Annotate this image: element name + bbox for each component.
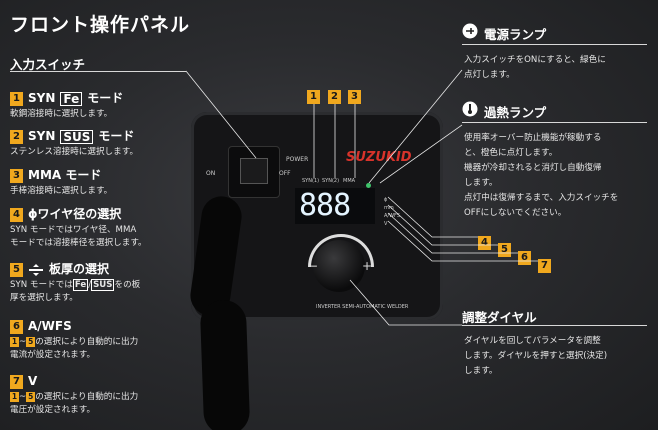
sus-box: SUS [60,129,94,144]
overheat-lamp-heading: 過熱ランプ [484,105,547,120]
badge-1: 1 [10,91,23,106]
fe-box: Fe [60,91,83,106]
dial-minus: − [308,259,319,273]
badge-5: 5 [10,262,23,277]
badge-2: 2 [10,129,23,144]
overheat-lamp-desc: 使用率オーバー防止機能が稼動する と、橙色に点灯します。 機器が冷却されると消灯… [464,133,619,218]
divider [462,325,647,326]
badge-3: 3 [10,168,23,183]
mode-label-syn1: SYN(1) [302,178,320,184]
callout-7: 7 [538,259,551,273]
lcd-display: 888 [295,188,375,224]
divider [462,122,647,123]
callout-3: 3 [348,90,361,104]
param-label-diameter: ɸ [384,197,388,203]
brand-logo: SUZUKID [346,150,412,165]
power-lamp-heading: 電源ランプ [484,27,547,42]
power-switch[interactable] [240,158,268,184]
param-label-mm: mm [384,205,394,211]
display-digits: 888 [299,188,351,223]
thermometer-icon [462,101,478,121]
power-lamp-desc: 入力スイッチをONにすると、緑色に点灯します。 [464,55,606,80]
divider [10,71,186,72]
page-title: フロント操作パネル [10,14,191,36]
dial-heading: 調整ダイヤル [462,310,537,325]
divider [462,44,647,45]
power-led [366,183,371,188]
power-lamp-icon [462,23,478,43]
power-label: POWER [286,156,309,163]
badge-6: 6 [10,319,23,334]
callout-5: 5 [498,243,511,257]
dial-plus: + [362,259,373,273]
callout-1: 1 [307,90,320,104]
badge-4: 4 [10,207,23,222]
off-label: OFF [279,170,291,177]
on-label: ON [206,170,216,177]
param-label-v: V [384,221,388,227]
plate-thickness-icon [29,263,43,276]
callout-6: 6 [518,251,531,265]
power-switch-heading: 入力スイッチ [10,57,86,72]
mode-label-mma: MMA [343,178,356,184]
callout-4: 4 [478,236,491,250]
dial-desc: ダイヤルを回してパラメータを調整 します。ダイヤルを押すと選択(決定) します。 [464,336,608,376]
param-label-awfs: A/WFS [384,213,401,219]
panel-model-text: INVERTER SEMI-AUTOMATIC WELDER [316,304,409,310]
callout-2: 2 [328,90,341,104]
mode-label-syn2: SYN(2) [322,178,340,184]
badge-7: 7 [10,374,23,389]
adjustment-dial[interactable] [313,240,365,292]
